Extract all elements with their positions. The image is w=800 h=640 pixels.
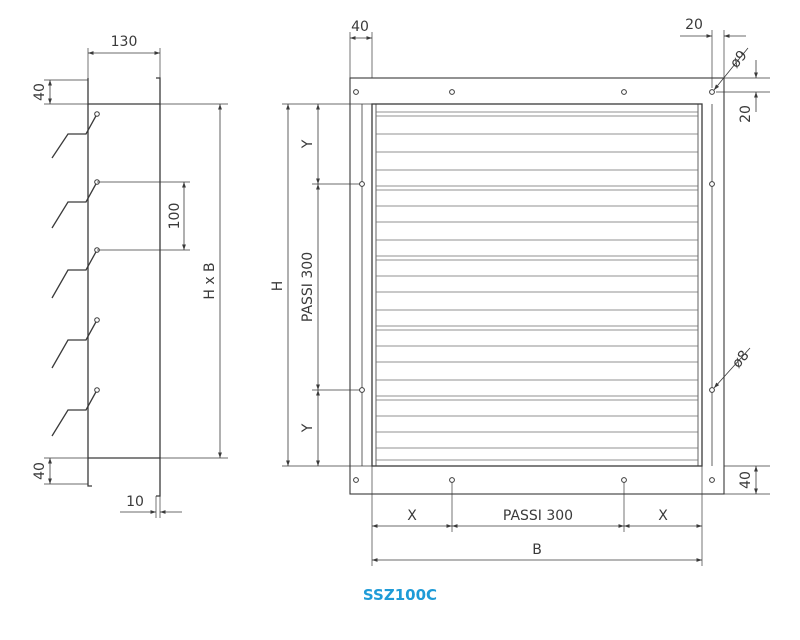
hole-offset-x-label: 20 bbox=[685, 17, 703, 33]
side-width-label: 130 bbox=[111, 34, 138, 50]
frame-bottom-height-label: 40 bbox=[738, 471, 754, 489]
slats bbox=[376, 111, 698, 461]
side-blade bbox=[51, 111, 100, 159]
side-blade-pitch-label: 100 bbox=[167, 203, 183, 230]
horizontal-pitch-label: PASSI 300 bbox=[503, 508, 573, 524]
side-height-label: H x B bbox=[202, 262, 218, 299]
inner-opening bbox=[371, 103, 703, 467]
side-section-view: 130 40 40 100 H x B 10 bbox=[32, 34, 228, 518]
vertical-pitch-label: PASSI 300 bbox=[300, 252, 316, 322]
front-width-label: B bbox=[532, 542, 542, 558]
side-blade bbox=[51, 317, 100, 369]
side-lip-label: 10 bbox=[126, 494, 144, 510]
front-height-label: H bbox=[270, 281, 286, 292]
front-view: 40 20 ø9 20 ø8 40 H Y bbox=[270, 17, 770, 566]
side-blade bbox=[51, 387, 100, 437]
hole-diameter-top-label: ø9 bbox=[727, 48, 750, 72]
horizontal-x-left-label: X bbox=[407, 508, 417, 524]
side-top-flange-label: 40 bbox=[32, 83, 48, 101]
outer-frame bbox=[349, 77, 725, 495]
hole-offset-y-label: 20 bbox=[738, 105, 754, 123]
horizontal-x-right-label: X bbox=[658, 508, 668, 524]
side-bottom-flange-label: 40 bbox=[32, 462, 48, 480]
frame-left-width-label: 40 bbox=[351, 19, 369, 35]
model-code: SSZ100C bbox=[363, 586, 437, 604]
vertical-y-top-label: Y bbox=[300, 139, 316, 149]
side-blade bbox=[51, 247, 100, 299]
vertical-y-bottom-label: Y bbox=[300, 423, 316, 433]
side-blade bbox=[51, 179, 100, 229]
